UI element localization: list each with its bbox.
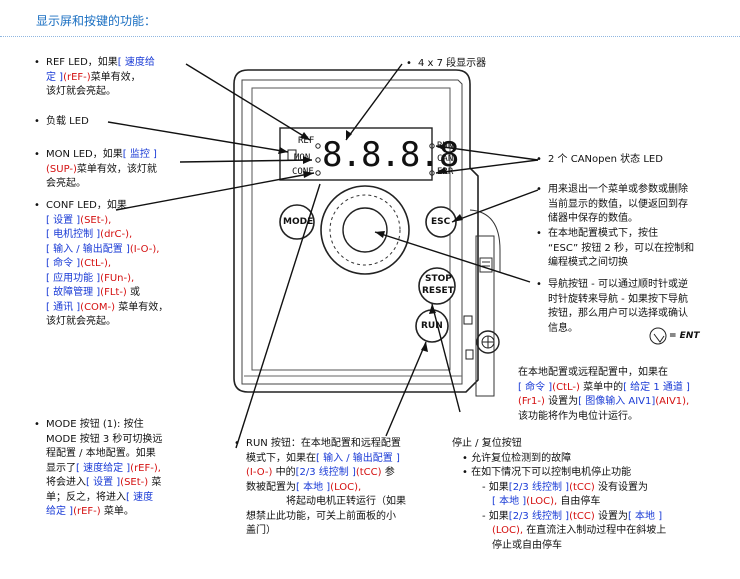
callout-load-led: 负载 LED	[34, 115, 89, 130]
err-led-label: ERR	[437, 167, 454, 177]
ref-led	[315, 143, 321, 149]
section-header: 显示屏和按键的功能：	[36, 14, 157, 28]
callout-segment-display: 4 x 7 段显示器	[406, 57, 486, 72]
can-led-label: CAN	[437, 154, 454, 164]
callout-mon-led: MON LED，如果[ 监控 ] (SUP-)菜单有效，该灯就 会亮起。	[34, 148, 157, 192]
callout-conf-led: CONF LED，如果 [ 设置 ](SEt-), [ 电机控制 ](drC-)…	[34, 199, 168, 330]
screw	[476, 330, 500, 354]
run-button[interactable]: RUN	[421, 321, 443, 331]
housing-inner	[241, 79, 463, 385]
callout-ref-led: REF LED，如果[ 速度给 定 ](rEF-)菜单有效， 该灯就会亮起。	[34, 56, 155, 100]
jog-dial-center	[342, 207, 388, 253]
segment-display: 8.8.8.8	[322, 135, 459, 175]
run-led-label: RUN	[437, 141, 454, 151]
mon-led	[315, 157, 321, 163]
callout-stop-reset: 停止 / 复位按钮 • 允许复位检测到的故障 • 在如下情况下可以控制电机停止功…	[452, 438, 667, 551]
side-hinge	[475, 235, 495, 397]
header-divider	[0, 36, 740, 37]
ent-label: = ENT	[669, 331, 700, 341]
housing-outline	[233, 69, 479, 393]
mon-label: MON	[294, 153, 311, 163]
ref-label: REF	[298, 136, 315, 146]
callout-canopen-leds: 2 个 CANopen 状态 LED	[536, 153, 663, 168]
conf-label: CONF	[292, 167, 314, 177]
stop-button[interactable]: STOP	[425, 274, 452, 284]
callout-run-button: RUN 按钮：在本地配置和远程配置 模式下，如果在[ 输入 / 输出配置 ] (…	[234, 437, 406, 539]
callout-mode-button: MODE 按钮 (1): 按住 MODE 按钮 3 秒可切换远 程配置 / 本地…	[34, 418, 162, 520]
reset-button[interactable]: RESET	[422, 286, 454, 296]
stop-button-shape	[418, 267, 456, 305]
esc-button[interactable]: ESC	[431, 217, 451, 227]
conf-led	[315, 170, 321, 176]
run-led	[429, 143, 435, 149]
callout-local-remote: 在本地配置或远程配置中，如果在 [ 命令 ](CtL-) 菜单中的[ 给定 1 …	[518, 367, 690, 422]
leader-lines	[107, 63, 539, 449]
err-led	[429, 170, 435, 176]
esc-button-shape	[425, 206, 457, 238]
mode-button[interactable]: MODE	[283, 217, 314, 227]
arrowheads	[278, 130, 463, 352]
